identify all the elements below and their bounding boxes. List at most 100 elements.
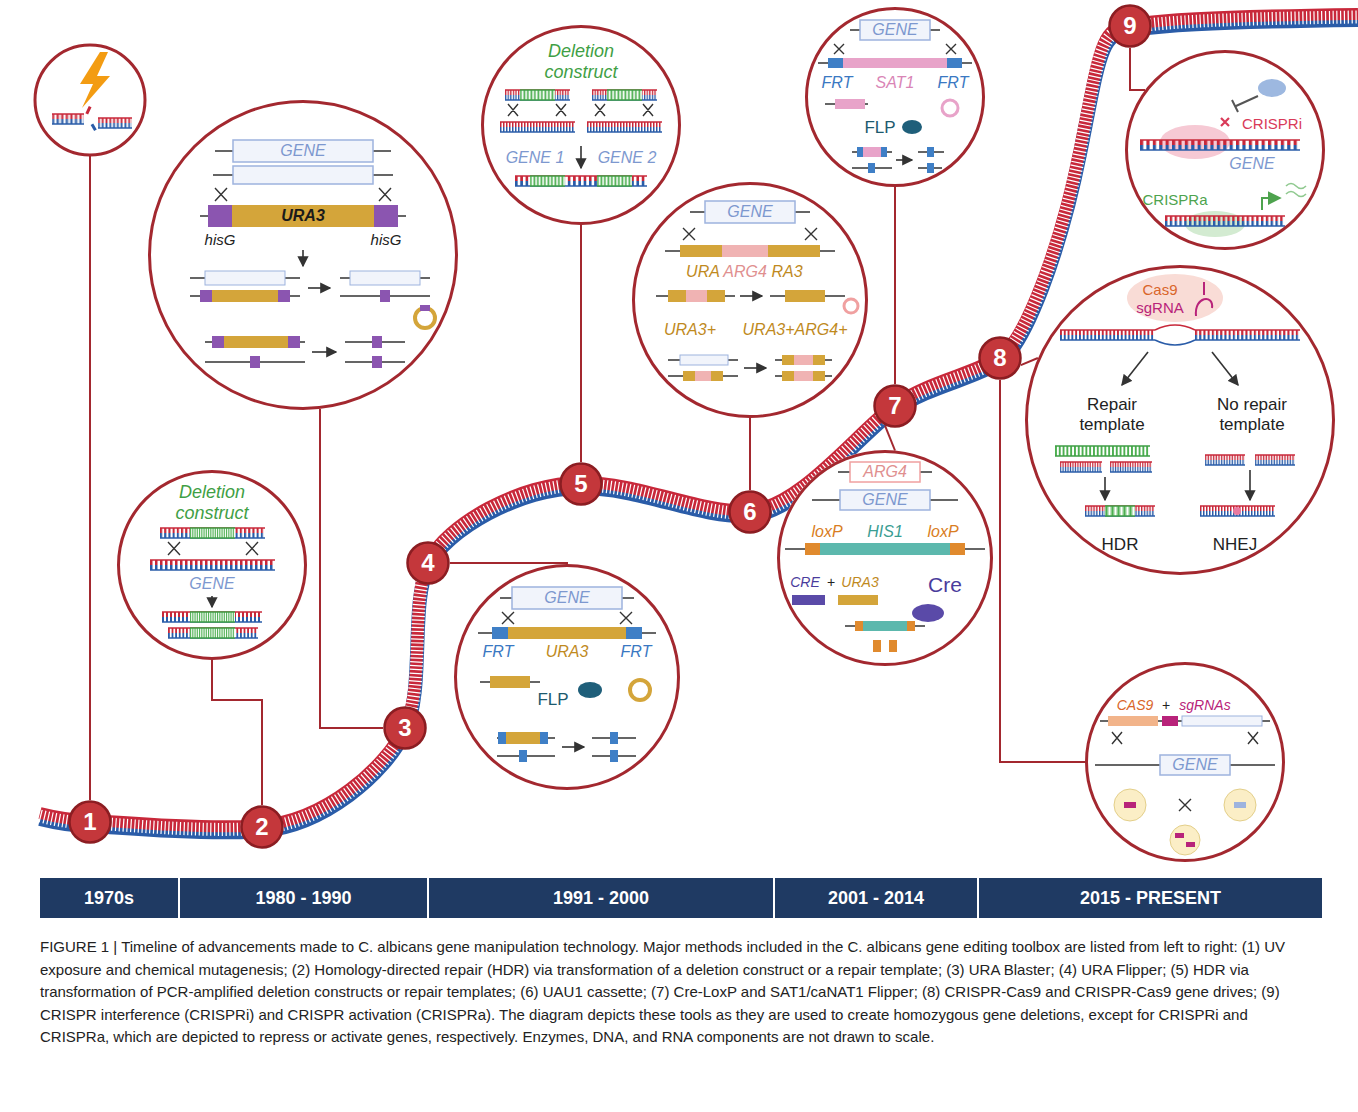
deletion-construct-illustration: [211, 596, 213, 607]
callout-fill: [117, 7, 1335, 862]
crispr-cas9-illustration: [1055, 274, 1300, 516]
callout-label: NHEJ: [1213, 535, 1257, 555]
pcr-construct-illustration: [607, 90, 642, 100]
cre-loxp-illustration: [907, 621, 915, 631]
ura-blaster-illustration: [350, 271, 420, 285]
crispr-cas9-illustration: [1085, 506, 1155, 516]
callout-label: HIS1: [867, 523, 903, 541]
method-callout: GENEURAARG4RA3URA3+URA3+ARG4+: [632, 182, 868, 418]
sat1-flipper-illustration: [902, 120, 922, 134]
callout-circle: [777, 450, 993, 666]
deletion-construct-illustration: [168, 542, 258, 555]
callout-label: CRISPRi: [1242, 115, 1302, 132]
ura-blaster-illustration: [212, 336, 224, 348]
uau1-illustration: [740, 295, 762, 297]
deletion-construct-illustration: [160, 528, 265, 538]
pcr-construct-illustration: [500, 122, 575, 132]
callout-fill: [148, 100, 458, 410]
ura-blaster-illustration: [312, 351, 336, 353]
deletion-construct-illustration: [190, 528, 235, 538]
uv-illustration: [98, 118, 132, 128]
uv-illustration: [80, 52, 110, 108]
uau1-illustration: [768, 245, 820, 257]
ura-blaster-illustration: [302, 250, 304, 266]
uau1-illustration: [722, 245, 768, 257]
step-circle-shape: [730, 492, 771, 533]
leader-line: [894, 187, 896, 384]
crispr-cas9-illustration: [1196, 282, 1212, 316]
crispr-cas9-illustration: [1060, 330, 1155, 340]
cre-loxp-illustration: [855, 621, 863, 631]
crispr-cas9-illustration: [1104, 477, 1106, 500]
ura-blaster-illustration: [308, 287, 330, 289]
ura-flipper-illustration: [630, 680, 650, 700]
leader-line: [885, 426, 895, 451]
ura-flipper-illustration: [610, 732, 618, 744]
cre-loxp-illustration: [805, 543, 820, 555]
ura-blaster-illustration: [372, 356, 382, 368]
ura-flipper-illustration: [498, 732, 506, 744]
uau1-illustration: [680, 245, 722, 257]
era-band: 2015 - PRESENT: [979, 878, 1322, 918]
deletion-construct-illustration: [168, 628, 258, 638]
gene-drive-illustration: [1175, 833, 1184, 838]
deletion-construct-illustration: [150, 560, 275, 570]
uau1-illustration: [813, 371, 825, 381]
callout-label: URA3: [281, 207, 325, 225]
sat1-flipper-illustration: [857, 147, 863, 157]
step-number: 6: [728, 490, 772, 534]
step-circle-shape: [875, 386, 916, 427]
crispri-crispra-illustration: [1262, 198, 1280, 210]
ura-blaster-illustration: [233, 140, 373, 162]
deletion-construct-illustration: [190, 612, 235, 622]
sat1-flipper-illustration: [947, 58, 962, 68]
era-band: 1970s: [40, 878, 178, 918]
step-number: 7: [873, 384, 917, 428]
callout-circle-shape: [634, 184, 867, 417]
crispri-crispra-illustration: [1140, 140, 1300, 150]
ura-blaster-illustration: [374, 205, 398, 227]
uv-illustration: [89, 155, 91, 800]
step-circle-shape: [242, 807, 283, 848]
callout-circle: [1125, 50, 1325, 250]
number-text: 4: [421, 549, 434, 577]
leader-line: [1021, 358, 1038, 365]
crispr-cas9-illustration: [1060, 462, 1102, 472]
sat1-flipper-illustration: [881, 147, 887, 157]
sat1-flipper-illustration: [834, 44, 956, 54]
era-label: 1970s: [84, 888, 134, 909]
sat1-flipper-illustration: [843, 58, 947, 68]
sat1-flipper-illustration: [835, 99, 865, 109]
callout-label: No repair template: [1197, 395, 1307, 434]
number-text: 3: [398, 714, 411, 742]
gene-drive-illustration: [1162, 716, 1178, 726]
ura-blaster-illustration: [233, 166, 373, 184]
method-callout: CAS9+sgRNAsGENE: [1085, 662, 1285, 862]
leader-line: [749, 418, 751, 490]
callout-fill: [1025, 265, 1335, 575]
crispr-cas9-illustration: [1127, 274, 1223, 322]
step-circle-shape: [70, 802, 111, 843]
pcr-construct-illustration: [505, 90, 570, 100]
ura-flipper-illustration: [610, 750, 618, 762]
ura-flipper-illustration: [562, 746, 584, 748]
crispr-cas9-illustration: [1249, 470, 1251, 500]
callout-fill: [454, 564, 680, 790]
cre-loxp-illustration: [863, 621, 907, 631]
pcr-construct-illustration: [530, 176, 565, 186]
callout-label: GENE: [727, 203, 772, 221]
crispr-cas9-illustration: [1122, 352, 1148, 385]
ura-flipper-illustration: [578, 682, 602, 698]
step-circle-shape: [561, 464, 602, 505]
leader-line: [580, 225, 582, 462]
method-callout: Deletion constructGENE 1GENE 2: [481, 25, 681, 225]
callout-label: FRT: [938, 74, 969, 92]
gene-drive-illustration: [1224, 789, 1256, 821]
method-callout: Deletion constructGENE: [117, 470, 307, 660]
sat1-flipper-illustration: [860, 20, 930, 40]
callout-label: loxP: [811, 523, 842, 541]
sat1-flipper-illustration: [942, 100, 958, 116]
gene-drive-illustration: [1179, 799, 1191, 811]
ura-flipper-illustration: [626, 627, 642, 639]
callout-label: GENE: [872, 21, 917, 39]
